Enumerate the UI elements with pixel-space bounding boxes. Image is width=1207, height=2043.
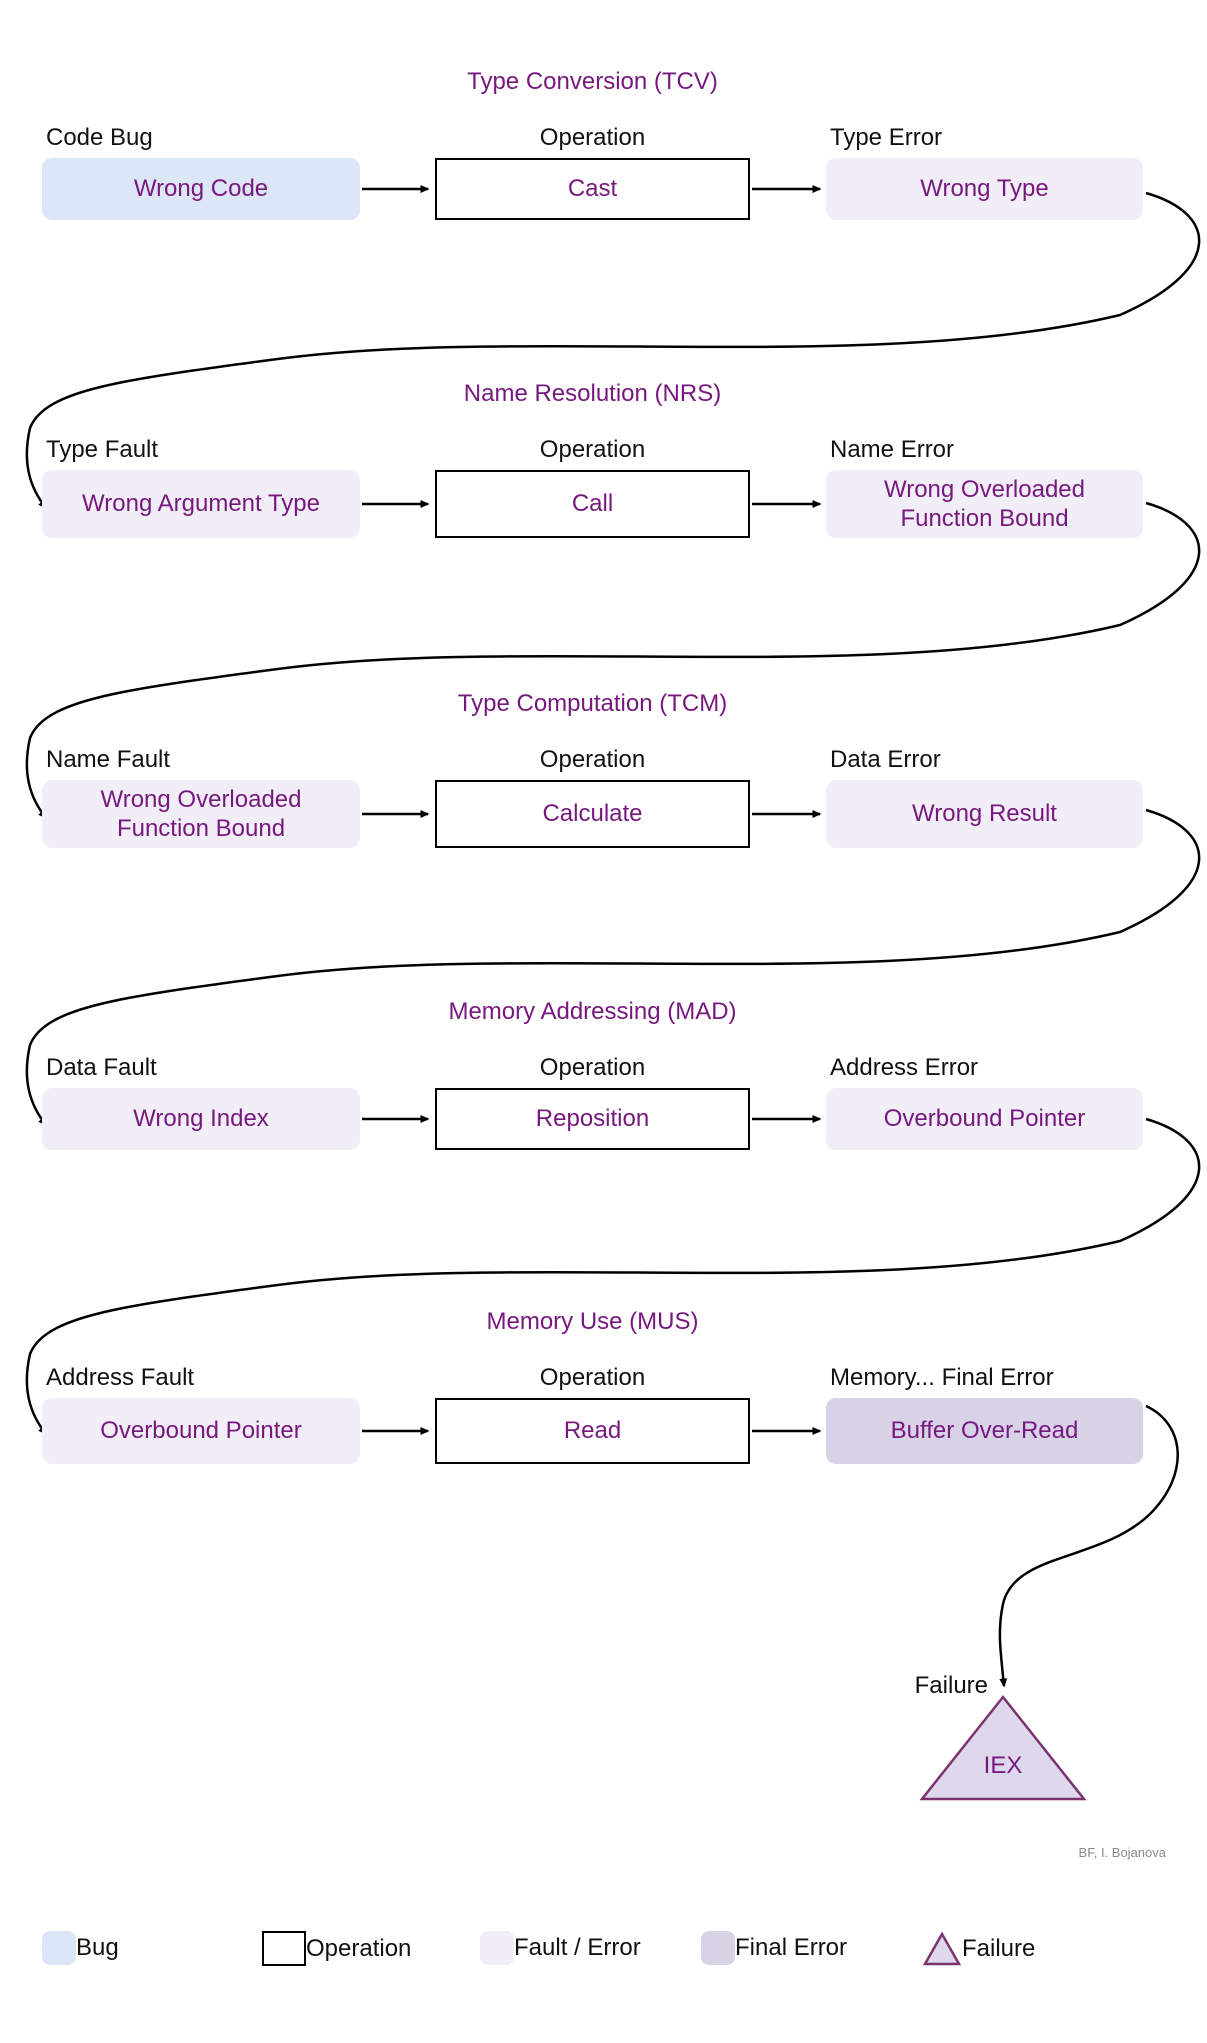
attribution: BF, I. Bojanova	[1078, 1845, 1166, 1860]
operation-node: Call	[435, 470, 750, 538]
error-node: Wrong Result	[826, 780, 1143, 848]
cause-label: Data Fault	[46, 1054, 157, 1081]
failure-triangle	[919, 1694, 1087, 1801]
legend-item-operation: Operation	[262, 1931, 411, 1966]
effect-label: Type Error	[830, 124, 943, 151]
failure-swatch	[922, 1931, 962, 1966]
operation-swatch	[262, 1931, 306, 1966]
stage-memory-use: Memory Use (MUS) Address Fault Operation…	[0, 1308, 1207, 1478]
stage-name-resolution: Name Resolution (NRS) Type Fault Operati…	[0, 380, 1207, 550]
legend-item-failure: Failure	[922, 1931, 1035, 1967]
fault-node: Wrong Argument Type	[42, 470, 360, 538]
stage-memory-addressing: Memory Addressing (MAD) Data Fault Opera…	[0, 998, 1207, 1168]
legend-label: Fault / Error	[514, 1934, 641, 1961]
legend: Bug Operation Fault / Error Final Error …	[0, 1931, 1207, 1975]
legend-label: Operation	[306, 1934, 412, 1962]
final-error-swatch	[701, 1931, 735, 1965]
stage-title: Memory Use (MUS)	[486, 1308, 699, 1335]
effect-label: Data Error	[830, 746, 941, 773]
legend-item-final-error: Final Error	[701, 1931, 847, 1965]
legend-label: Final Error	[735, 1934, 848, 1961]
legend-item-fault-error: Fault / Error	[480, 1931, 641, 1965]
cause-label: Address Fault	[46, 1364, 195, 1391]
fault-node: Wrong Overloaded Function Bound	[42, 780, 360, 848]
effect-label: Address Error	[830, 1054, 979, 1081]
failure-label: Failure	[914, 1672, 988, 1699]
error-node: Wrong Overloaded Function Bound	[826, 470, 1143, 538]
bug-node: Wrong Code	[42, 158, 360, 220]
stage-title: Type Computation (TCM)	[457, 690, 728, 717]
fault-node: Overbound Pointer	[42, 1398, 360, 1464]
operation-label: Operation	[539, 124, 646, 151]
stage-title: Type Conversion (TCV)	[467, 68, 718, 95]
operation-node: Read	[435, 1398, 750, 1464]
operation-label: Operation	[539, 436, 646, 463]
stage-title: Name Resolution (NRS)	[463, 380, 722, 407]
fault-error-swatch	[480, 1931, 514, 1965]
legend-label: Failure	[962, 1935, 1036, 1962]
stage-type-conversion: Type Conversion (TCV) Code Bug Operation…	[0, 68, 1207, 238]
legend-label: Bug	[76, 1934, 119, 1961]
operation-node: Calculate	[435, 780, 750, 848]
stage-title: Memory Addressing (MAD)	[448, 998, 737, 1025]
error-node: Wrong Type	[826, 158, 1143, 220]
effect-label: Name Error	[830, 436, 955, 463]
cause-label: Name Fault	[46, 746, 171, 773]
error-node: Overbound Pointer	[826, 1088, 1143, 1150]
operation-label: Operation	[539, 1364, 646, 1391]
operation-label: Operation	[539, 746, 646, 773]
operation-node: Reposition	[435, 1088, 750, 1150]
failure-value: IEX	[983, 1752, 1023, 1779]
final-error-node: Buffer Over-Read	[826, 1398, 1143, 1464]
cause-label: Type Fault	[46, 436, 159, 463]
stage-type-computation: Type Computation (TCM) Name Fault Operat…	[0, 690, 1207, 860]
fault-node: Wrong Index	[42, 1088, 360, 1150]
effect-label: Memory... Final Error	[830, 1364, 1054, 1391]
operation-label: Operation	[539, 1054, 646, 1081]
operation-node: Cast	[435, 158, 750, 220]
bug-swatch	[42, 1931, 76, 1965]
cause-label: Code Bug	[46, 124, 153, 151]
legend-item-bug: Bug	[42, 1931, 119, 1965]
